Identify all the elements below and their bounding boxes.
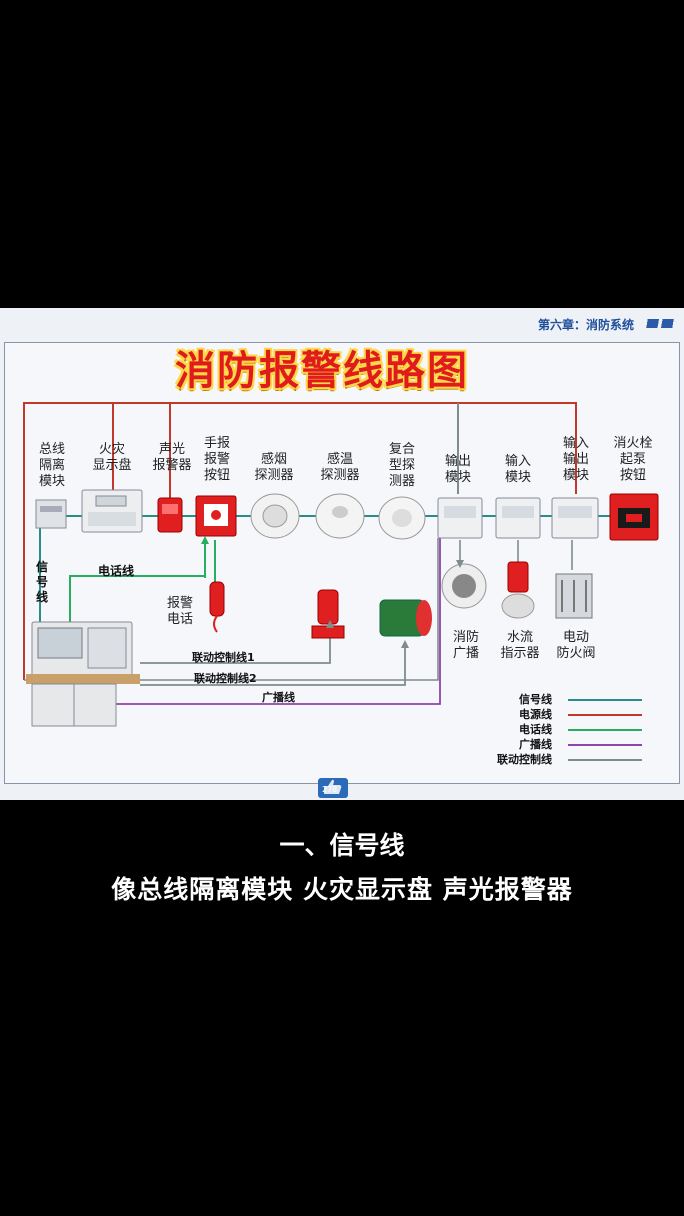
label-fire-damper: 电动防火阀 xyxy=(556,630,596,661)
broadcast-line xyxy=(112,538,441,705)
label-input-module: 输入模块 xyxy=(504,454,531,485)
label-combo-detector: 复合型探测器 xyxy=(388,442,415,489)
fire-display-panel-device xyxy=(81,489,143,533)
label-io-module: 输入输出模块 xyxy=(562,436,589,483)
power-line xyxy=(23,402,577,680)
label-smoke-detector: 感烟探测器 xyxy=(254,452,294,483)
label-hydrant-button: 消火栓起泵按钮 xyxy=(613,436,653,483)
smoke-fan-device xyxy=(379,599,432,637)
legend-signal: 信号线 xyxy=(519,693,552,706)
label-heat-detector: 感温探测器 xyxy=(320,452,360,483)
wire-label-link2: 联动控制线2 xyxy=(194,672,257,685)
legend-power: 电源线 xyxy=(519,708,552,721)
wire-label-broadcast: 广播线 xyxy=(262,691,295,704)
legend-link: 联动控制线 xyxy=(497,753,552,766)
chapter-bars-icon xyxy=(646,319,674,328)
chapter-label: 第六章：消防系统 xyxy=(537,318,634,332)
heat-detector-device xyxy=(315,493,365,539)
arrow-speaker xyxy=(456,560,464,568)
slide: 第六章：消防系统 xyxy=(0,308,684,800)
fire-damper-device xyxy=(555,573,593,619)
alarm-phone-device xyxy=(209,581,225,633)
caption-line-1: 一、信号线 xyxy=(279,831,405,860)
smoke-detector-device xyxy=(250,493,300,539)
link-line-2 xyxy=(140,644,406,686)
water-flow-indicator-device xyxy=(501,561,535,619)
label-broadcast-speaker: 消防广播 xyxy=(452,630,479,661)
link-line-main xyxy=(24,538,439,681)
thumbs-up-icon[interactable] xyxy=(316,776,350,800)
combo-detector-device xyxy=(378,496,426,540)
input-module-device xyxy=(495,497,541,539)
arrow-phone xyxy=(201,536,209,544)
io-module-device xyxy=(551,497,599,539)
arrow-link1 xyxy=(326,620,334,628)
wire-label-signal: 信号线 xyxy=(36,560,49,604)
control-console-device xyxy=(26,621,140,727)
wire-label-link1: 联动控制线1 xyxy=(192,651,255,664)
wire-label-phone: 电话线 xyxy=(98,564,135,578)
label-alarm-phone: 报警电话 xyxy=(166,596,193,627)
label-fire-display: 火灾显示盘 xyxy=(92,442,132,473)
bus-isolator-device xyxy=(35,499,67,529)
legend-phone: 电话线 xyxy=(519,723,552,736)
fire-speaker-device xyxy=(441,563,487,609)
caption-line-2: 像总线隔离模块 火灾显示盘 声光报警器 xyxy=(111,875,573,904)
label-strobe-alarm: 声光报警器 xyxy=(152,442,192,473)
hydrant-pump-button-device xyxy=(609,493,659,541)
manual-alarm-button-device xyxy=(195,495,237,537)
diagram-frame xyxy=(4,342,680,784)
strobe-alarm-device xyxy=(157,497,183,533)
label-output-module: 输出模块 xyxy=(444,454,471,485)
fire-pump-device xyxy=(311,589,345,639)
slide-title: 消防报警线路图 xyxy=(175,348,469,394)
label-manual-button: 手报报警按钮 xyxy=(203,436,230,483)
like-count: 278 xyxy=(322,785,338,794)
phone-line-2 xyxy=(204,540,216,583)
wiring-diagram xyxy=(23,402,659,761)
label-water-flow: 水流指示器 xyxy=(500,630,540,661)
output-module-device xyxy=(437,497,483,539)
label-bus-isolator: 总线隔离模块 xyxy=(38,442,65,489)
arrow-link2 xyxy=(401,640,409,648)
legend-broadcast: 广播线 xyxy=(519,738,552,751)
phone-line xyxy=(69,540,206,624)
